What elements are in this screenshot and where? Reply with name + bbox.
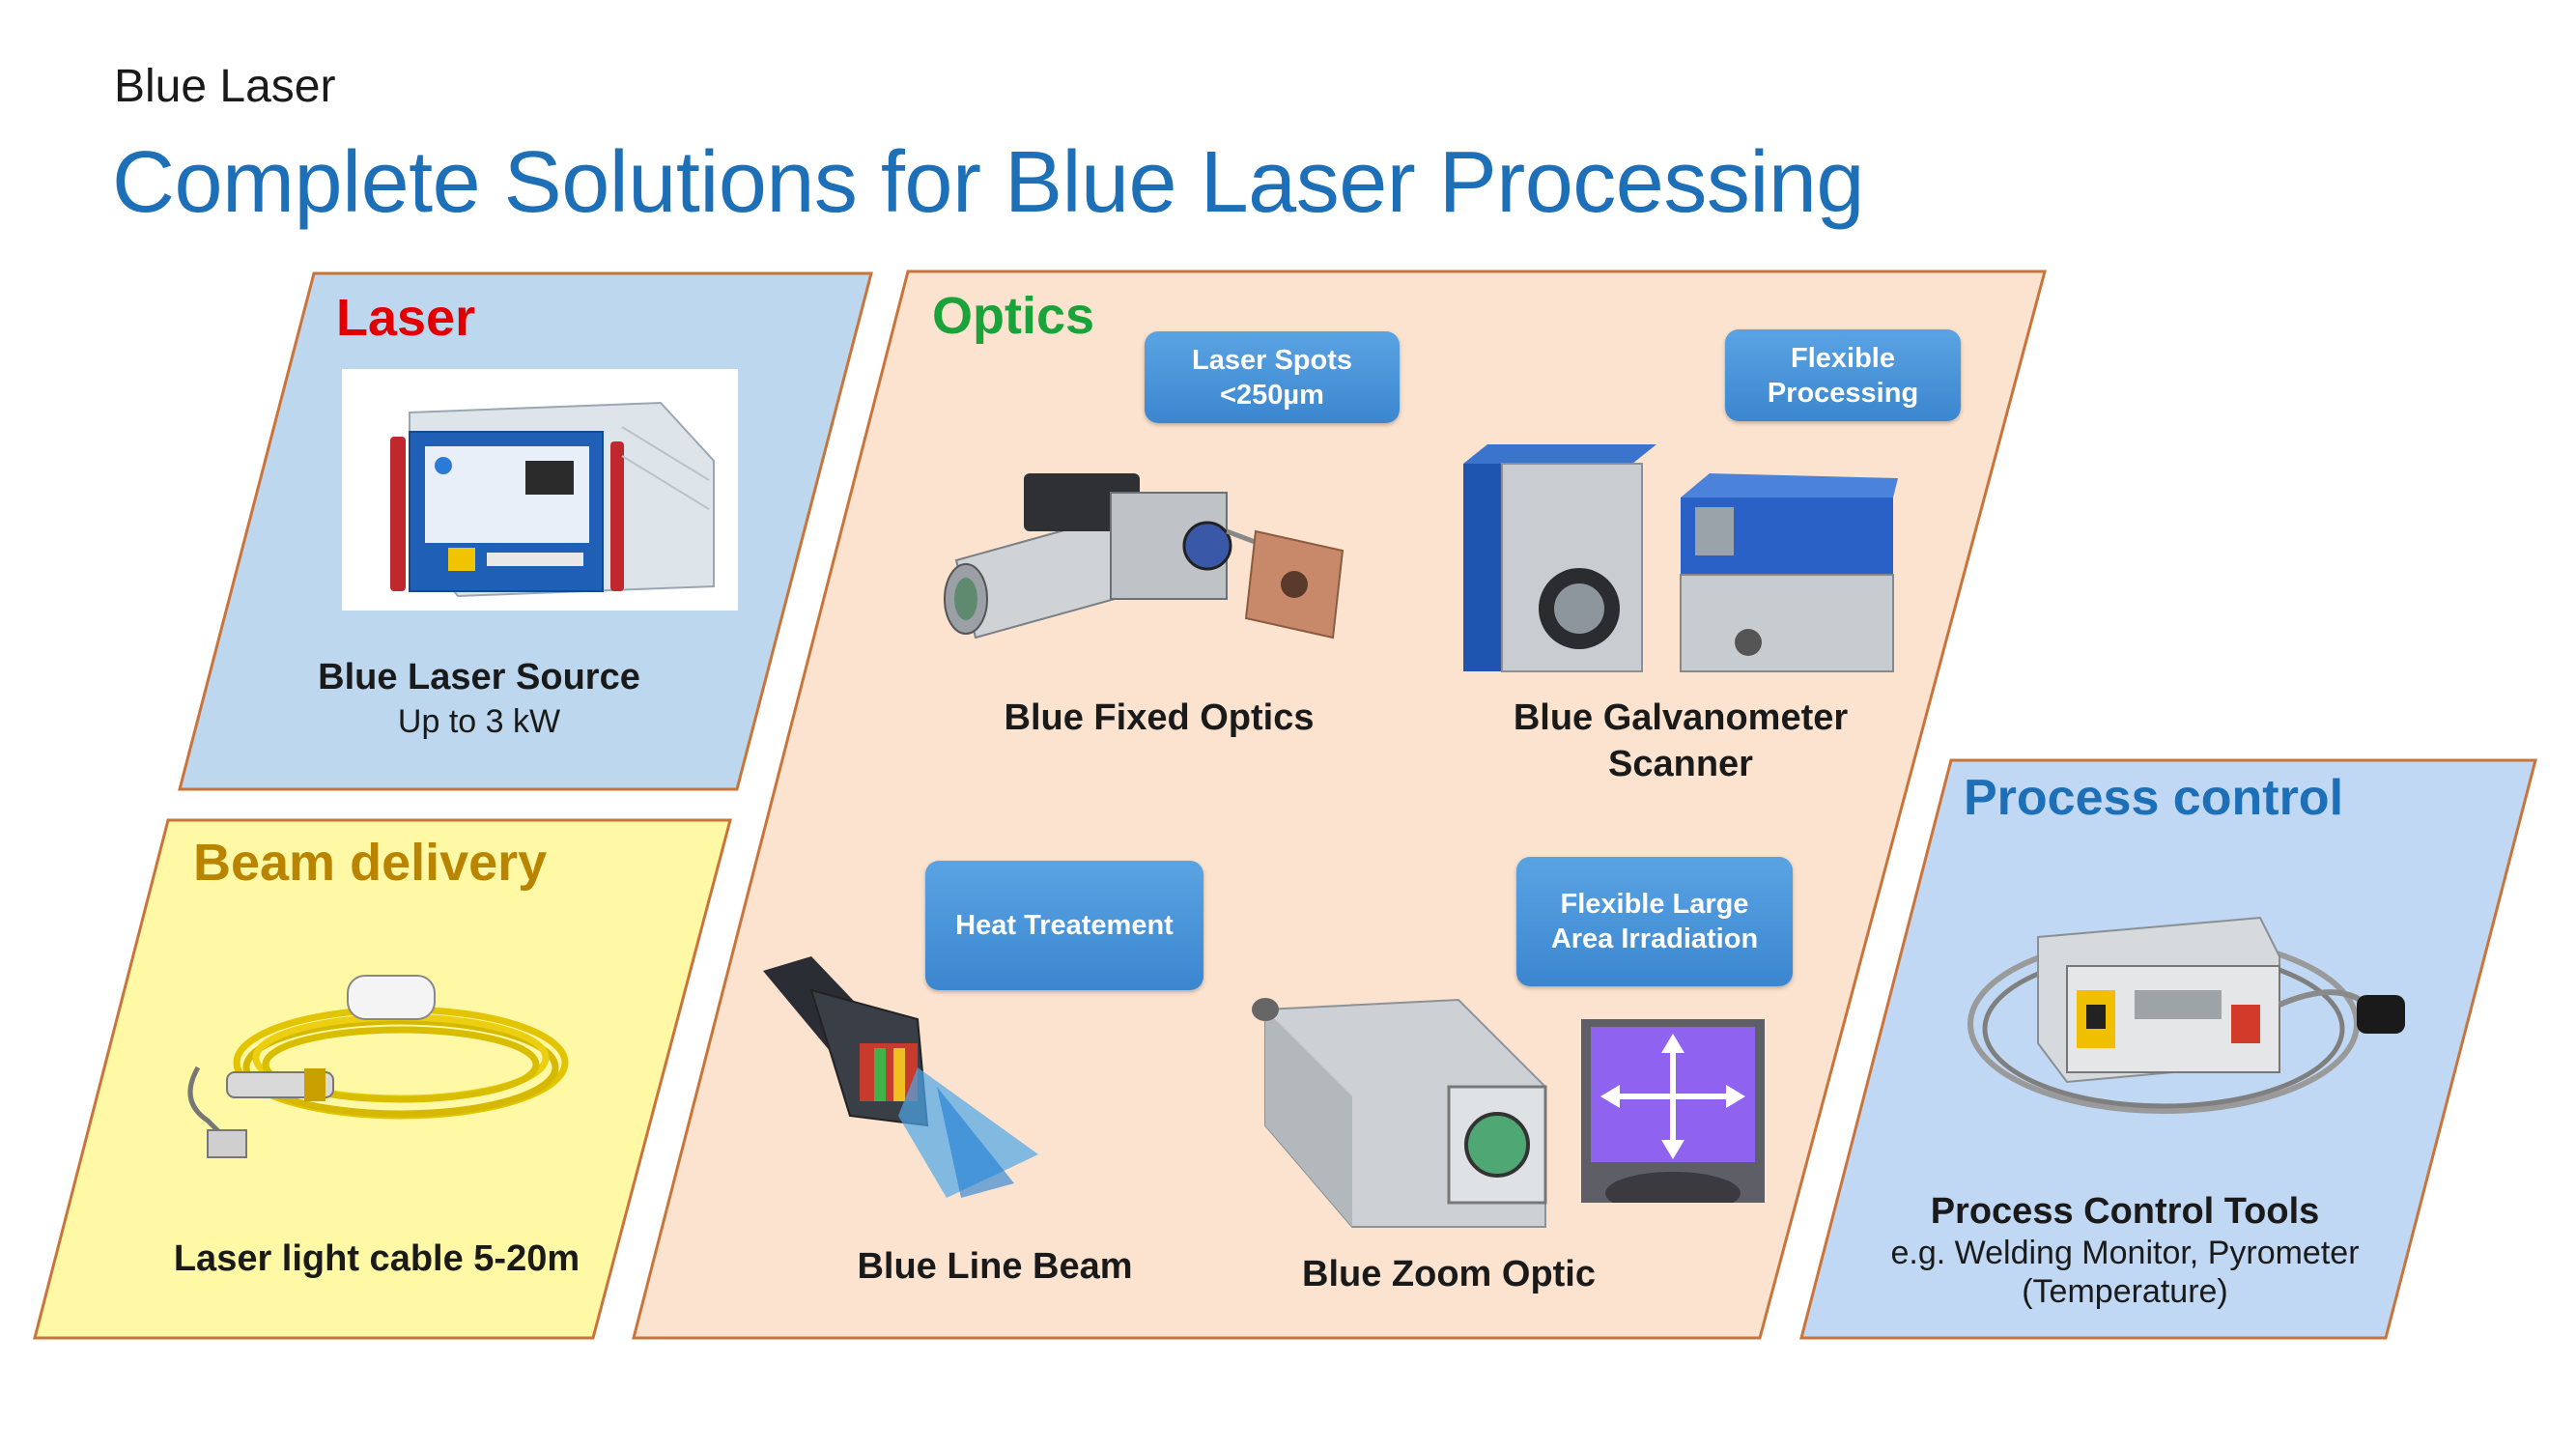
line-beam-caption: Blue Line Beam	[857, 1246, 1133, 1287]
tag-laser-spots: Laser Spots <250µm	[1145, 331, 1400, 423]
line-beam-optic-icon	[753, 952, 1043, 1203]
section-kicker: Blue Laser	[114, 61, 336, 112]
laser-heading: Laser	[336, 289, 476, 347]
laser-source-unit-icon	[342, 369, 738, 611]
beam-panel	[33, 818, 732, 1340]
process-subcaption-line1: e.g. Welding Monitor, Pyrometer	[1890, 1235, 2360, 1271]
fiber-cable-coil-icon	[159, 956, 584, 1164]
tag-flexible-processing: Flexible Processing	[1725, 329, 1961, 421]
zoom-optic-caption: Blue Zoom Optic	[1302, 1254, 1596, 1294]
process-monitor-unit-icon	[1961, 898, 2415, 1121]
zoom-optic-icon	[1246, 971, 1555, 1232]
galvo-caption-line1: Blue Galvanometer	[1513, 697, 1849, 738]
fixed-optics-head-icon	[918, 454, 1352, 647]
beam-heading: Beam delivery	[193, 834, 548, 892]
laser-subcaption: Up to 3 kW	[397, 703, 561, 740]
process-subcaption-line2: (Temperature)	[2022, 1273, 2228, 1310]
tag-heat-treatment: Heat Treatement	[925, 861, 1203, 990]
process-caption: Process Control Tools	[1930, 1191, 2320, 1232]
optics-heading: Optics	[932, 287, 1095, 345]
galvo-caption-line2: Scanner	[1608, 744, 1753, 784]
fixed-optics-caption: Blue Fixed Optics	[1004, 697, 1315, 738]
galvo-scanner-icon	[1458, 440, 1903, 676]
page-title: Complete Solutions for Blue Laser Proces…	[112, 134, 1864, 231]
process-heading: Process control	[1964, 770, 2344, 826]
irradiation-field-icon	[1581, 1019, 1765, 1203]
laser-caption: Blue Laser Source	[318, 657, 640, 697]
beam-caption: Laser light cable 5-20m	[173, 1238, 580, 1279]
tag-large-area-irradiation: Flexible Large Area Irradiation	[1516, 857, 1793, 986]
